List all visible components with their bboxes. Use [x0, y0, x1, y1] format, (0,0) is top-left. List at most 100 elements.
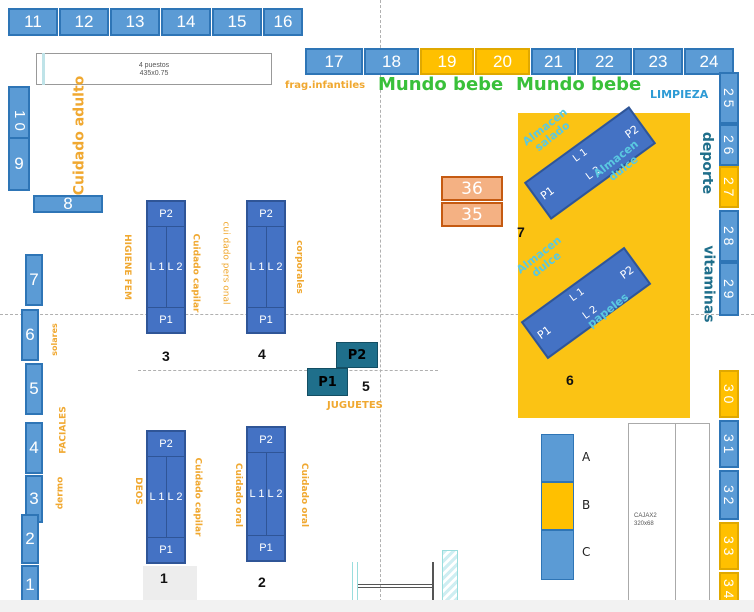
gondola-1-l2: L 2 [167, 490, 183, 503]
shelf-26-label: 2 6 [721, 135, 737, 155]
shelf-12[interactable]: 12 [59, 8, 109, 36]
label-vitaminas: vitaminas [700, 245, 717, 323]
shelf-31[interactable]: 3 1 [719, 420, 739, 468]
info-box-accent [42, 53, 45, 85]
label-cuidado-capilar-2: Cuidado capilar [192, 457, 203, 537]
shelf-32-label: 3 2 [721, 485, 737, 505]
shelf-27-label: 2 7 [721, 177, 737, 197]
shelf-a[interactable] [541, 434, 574, 482]
gondola-6-l1: L 1 [567, 286, 587, 305]
shelf-30[interactable]: 3 0 [719, 370, 739, 418]
gondola-2-p1: P1 [248, 535, 284, 560]
label-higiene-fem: HIGIENE FEM [121, 234, 132, 300]
gondola-number-3: 3 [162, 348, 170, 364]
gondola-number-7: 7 [517, 224, 525, 240]
shelf-11[interactable]: 11 [8, 8, 58, 36]
shelf-33-label: 3 3 [721, 536, 737, 556]
shelf-34-label: 3 4 [721, 579, 737, 599]
gondola-7-p1: P1 [538, 183, 557, 203]
label-solares: solares [49, 323, 59, 356]
gondola-number-2: 2 [258, 574, 266, 590]
label-mundo-bebe-2: Mundo bebe [516, 74, 642, 95]
bottom-bar [0, 600, 754, 612]
shelf-16[interactable]: 16 [263, 8, 303, 36]
juguetes-p2[interactable]: P2 [336, 342, 378, 368]
label-frag-infantiles: frag.infantiles [285, 80, 366, 91]
shelf-18[interactable]: 18 [364, 48, 419, 75]
shelf-c[interactable] [541, 530, 574, 580]
gondola-3[interactable]: P2 L 1 L 2 P1 [146, 200, 186, 334]
shelf-28[interactable]: 2 8 [719, 210, 739, 262]
shelf-2[interactable]: 2 [21, 514, 39, 564]
juguetes-p1[interactable]: P1 [307, 368, 348, 396]
shelf-29-label: 2 9 [721, 279, 737, 299]
shelf-7[interactable]: 7 [25, 254, 43, 306]
door-rail [358, 584, 434, 588]
shelf-20[interactable]: 20 [475, 48, 530, 75]
shelf-15[interactable]: 15 [212, 8, 262, 36]
shelf-25[interactable]: 2 5 [719, 72, 739, 124]
gondola-2[interactable]: P2 L 1 L 2 P1 [246, 426, 286, 562]
info-line-1: 4 puestos [138, 62, 170, 69]
gondola-2-l2: L 2 [267, 487, 283, 500]
door-post [432, 562, 434, 606]
gondola-4-p1: P1 [248, 307, 284, 332]
shelf-21[interactable]: 21 [531, 48, 576, 75]
shelf-9[interactable]: 9 [8, 137, 30, 191]
shelf-13[interactable]: 13 [110, 8, 160, 36]
shelf-29[interactable]: 2 9 [719, 262, 739, 316]
shelf-19[interactable]: 19 [420, 48, 474, 75]
gondola-3-l1: L 1 [148, 226, 167, 308]
label-deporte: deporte [699, 131, 716, 195]
gondola-1-l1: L 1 [148, 456, 167, 538]
shelf-1[interactable]: 1 [21, 565, 39, 605]
shelf-14[interactable]: 14 [161, 8, 211, 36]
box-36[interactable]: 36 [441, 176, 503, 201]
guide-line-horizontal [0, 314, 754, 315]
shelf-23[interactable]: 23 [633, 48, 683, 75]
gondola-3-p2: P2 [148, 202, 184, 227]
label-faciales: FACIALES [58, 406, 69, 454]
gondola-2-l1: L 1 [248, 452, 267, 536]
label-cuidado-oral-2: Cuidado oral [299, 462, 310, 528]
gondola-7-l1: L 1 [571, 146, 590, 165]
gondola-1-base [143, 566, 197, 606]
caja-label: CAJAX2 320x68 [634, 512, 657, 528]
caja-line-2: 320x68 [634, 521, 654, 527]
gondola-1-p1: P1 [148, 537, 184, 562]
gondola-number-4: 4 [258, 346, 266, 362]
shelf-17[interactable]: 17 [305, 48, 363, 75]
shelf-24[interactable]: 24 [684, 48, 734, 75]
shelf-b[interactable] [541, 482, 574, 530]
gondola-4-p2: P2 [248, 202, 284, 227]
label-a: A [582, 450, 591, 464]
gondola-3-l2: L 2 [167, 260, 183, 273]
shelf-6[interactable]: 6 [21, 309, 39, 361]
gondola-4-l2: L 2 [267, 260, 283, 273]
checkout-info-box: 4 puestos 435x0.75 [36, 53, 272, 85]
shelf-10-label: 1 0 [11, 109, 28, 131]
label-juguetes: JUGUETES [327, 400, 383, 411]
label-b: B [582, 498, 591, 512]
label-cuidado-oral-1: Cuidado oral [233, 462, 244, 528]
gondola-2-p2: P2 [248, 428, 284, 453]
shelf-32[interactable]: 3 2 [719, 470, 739, 520]
aisle-line [138, 370, 438, 371]
shelf-22[interactable]: 22 [577, 48, 632, 75]
caja-divider [675, 423, 676, 603]
shelf-30-label: 3 0 [721, 384, 737, 404]
gondola-1[interactable]: P2 L 1 L 2 P1 [146, 430, 186, 564]
checkout-caja-box [628, 423, 710, 603]
gondola-4[interactable]: P2 L 1 L 2 P1 [246, 200, 286, 334]
shelf-33[interactable]: 3 3 [719, 522, 739, 570]
shelf-8[interactable]: 8 [33, 194, 103, 213]
box-35[interactable]: 35 [441, 202, 503, 227]
gondola-6-p2: P2 [617, 263, 637, 282]
shelf-31-label: 3 1 [721, 434, 737, 454]
label-dermo: dermo [55, 476, 66, 510]
shelf-4[interactable]: 4 [25, 422, 43, 474]
shelf-26[interactable]: 2 6 [719, 124, 739, 166]
gondola-number-6: 6 [566, 372, 574, 388]
shelf-5[interactable]: 5 [25, 363, 43, 415]
shelf-27[interactable]: 2 7 [719, 166, 739, 208]
